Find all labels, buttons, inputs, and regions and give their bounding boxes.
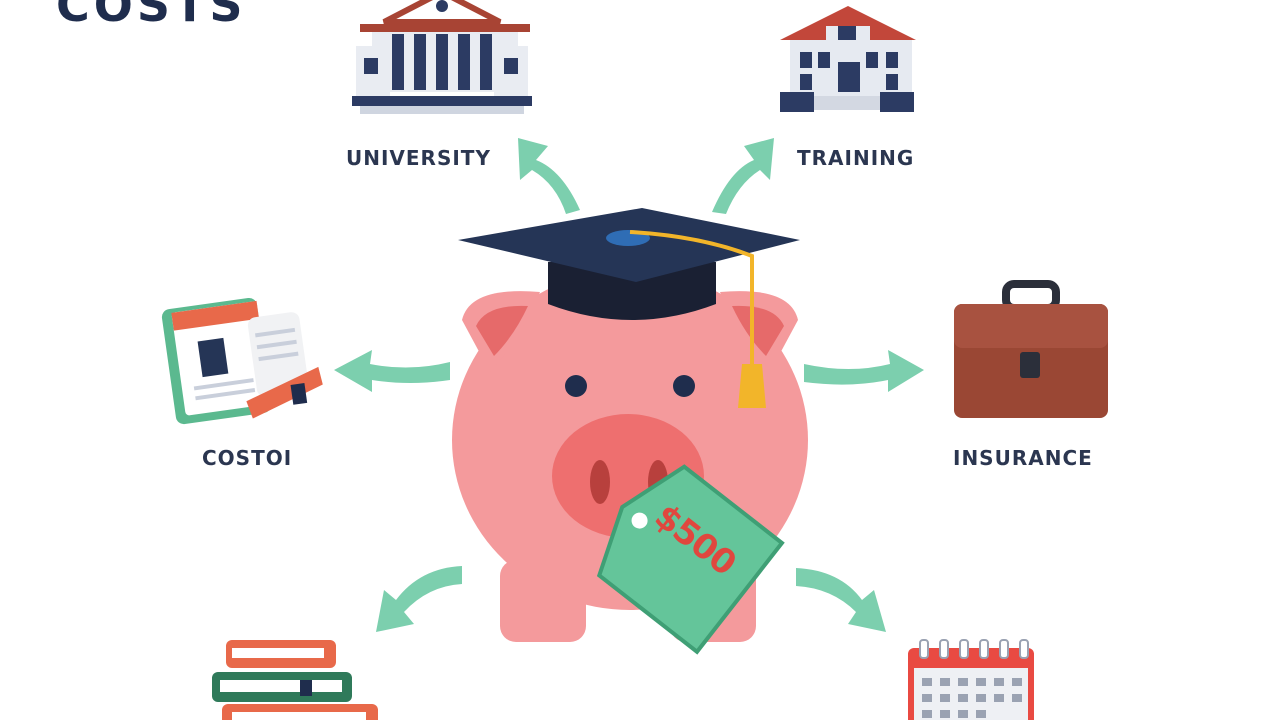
arrow-left	[334, 350, 450, 392]
arrow-right	[804, 350, 924, 392]
book-stack-icon	[212, 640, 378, 720]
label-costoi: COSTOI	[202, 446, 293, 470]
price-tag-icon	[596, 464, 785, 655]
training-building-icon	[780, 6, 916, 112]
page-title: COSTS	[56, 0, 247, 32]
university-building-icon	[352, 0, 532, 114]
briefcase-icon	[954, 280, 1108, 418]
graduation-cap-icon	[458, 208, 800, 408]
arrow-down-right	[796, 568, 886, 632]
arrow-up-left	[518, 138, 580, 214]
arrow-up-right	[712, 138, 774, 214]
label-university: UNIVERSITY	[346, 146, 491, 170]
label-insurance: INSURANCE	[953, 446, 1093, 470]
calendar-icon	[908, 639, 1034, 720]
label-training: TRAINING	[797, 146, 915, 170]
arrow-down-left	[376, 566, 462, 632]
notebook-icon	[161, 297, 323, 425]
arrows	[334, 138, 924, 632]
